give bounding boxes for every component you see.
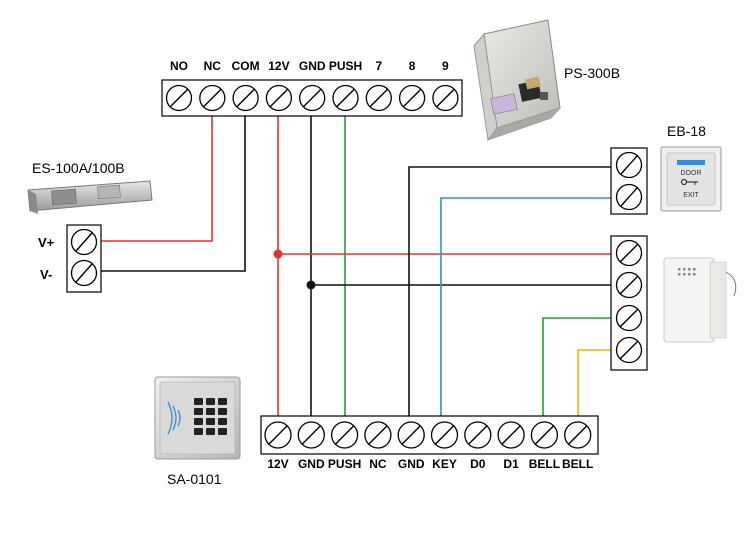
bottom-terminal-screw [264,421,292,449]
bottom-terminal-label: BELL [529,457,560,471]
exit-button-label: EB-18 [667,123,706,139]
wire-bell-green [542,317,628,418]
keypad-key [206,418,215,425]
bottom-terminal-label: NC [369,457,387,471]
speaker-grille-icon [678,268,696,276]
keypad-key [218,428,227,435]
top-terminal-screw [165,84,193,112]
wire-key-to-exit-button [440,197,628,418]
bottom-terminal-screw [564,421,592,449]
keypad-key [206,428,215,435]
exit-button-face-top-text: DOOR [681,170,702,177]
bottom-terminal-screw [330,421,359,449]
bell-terminal-screw [615,304,643,332]
exit-button-illustration: DOOR EXIT [660,146,722,212]
keypad-key [206,398,215,405]
keypad-reader-illustration [154,376,241,460]
keypad-key [206,408,215,415]
bottom-terminal-label: GND [298,457,325,471]
bottom-terminal-screw [364,421,392,449]
keypad-key [194,418,203,425]
wire-nc-to-lock-positive [97,112,213,242]
top-terminal-label: NC [204,59,222,73]
bottom-terminal-screw [497,421,525,449]
exit-button-terminal-screw-2 [615,183,643,211]
key-icon [680,178,698,186]
keypad-model-label: SA-0101 [167,471,222,487]
top-terminal-label: 9 [442,59,449,73]
top-terminal-screw [332,84,359,112]
bottom-terminal-label: BELL [562,457,593,471]
lock-terminal-screw-positive [70,228,98,256]
top-terminal-label: GND [299,59,326,73]
power-supply-label: PS-300B [564,65,620,81]
top-terminal-label: 8 [409,59,416,73]
top-terminal-label: 12V [268,59,289,73]
bottom-terminal-label: 12V [267,457,288,471]
junction-dot-gnd [306,280,316,290]
keypad-key [218,418,227,425]
rfid-wave-icon [167,401,181,435]
wires [97,112,628,418]
exit-button-face-bottom-text: EXIT [683,192,699,199]
bottom-terminal-screw [297,421,325,449]
top-terminal-screw [398,84,426,112]
top-terminal-label: COM [232,59,260,73]
keypad-key [218,408,227,415]
bell-terminal-screw [615,239,643,267]
power-supply-illustration [473,19,562,142]
lock-model-label: ES-100A/100B [32,160,125,176]
bottom-terminal-screw [530,421,559,449]
bell-terminal-screw [615,336,643,364]
keypad-key [194,428,203,435]
lock-terminal-screw-negative [70,259,98,287]
keypad-key [218,398,227,405]
top-terminal-label: 7 [375,59,382,73]
electric-strike-lock-illustration [27,180,153,214]
junction-dot-12v [273,249,283,259]
top-terminal-screw [299,84,326,112]
bell-terminal-block [610,235,648,371]
top-terminal-screw [265,84,293,112]
wire-com-to-lock-negative [97,112,246,272]
exit-button-terminal-screw-1 [615,151,643,179]
door-bell-illustration [663,257,737,343]
bottom-terminal-label: D0 [470,457,486,471]
lock-positive-label: V+ [38,235,55,250]
top-terminal-screw [232,84,259,112]
top-terminal-screw [432,84,459,112]
bottom-terminal-label: GND [398,457,425,471]
bottom-terminal-screw [430,421,459,449]
wire-gnd-to-exit-button [408,166,628,418]
keypad-key [194,408,203,415]
bottom-terminal-label: D1 [503,457,519,471]
lock-terminal-block: V+ V- [38,224,102,293]
bottom-terminal-label: PUSH [328,457,361,471]
bottom-terminal-screw [397,421,425,449]
top-terminal-screw [365,84,392,112]
lock-negative-label: V- [40,267,52,282]
bottom-terminal-label: KEY [432,457,457,471]
top-terminal-label: PUSH [329,59,362,73]
keypad-key [194,398,203,405]
exit-button-terminal-block [610,147,648,215]
bottom-terminal-screw [464,421,492,449]
top-terminal-label: NO [170,59,188,73]
top-terminal-screw [199,84,226,112]
bell-terminal-screw [615,271,643,299]
